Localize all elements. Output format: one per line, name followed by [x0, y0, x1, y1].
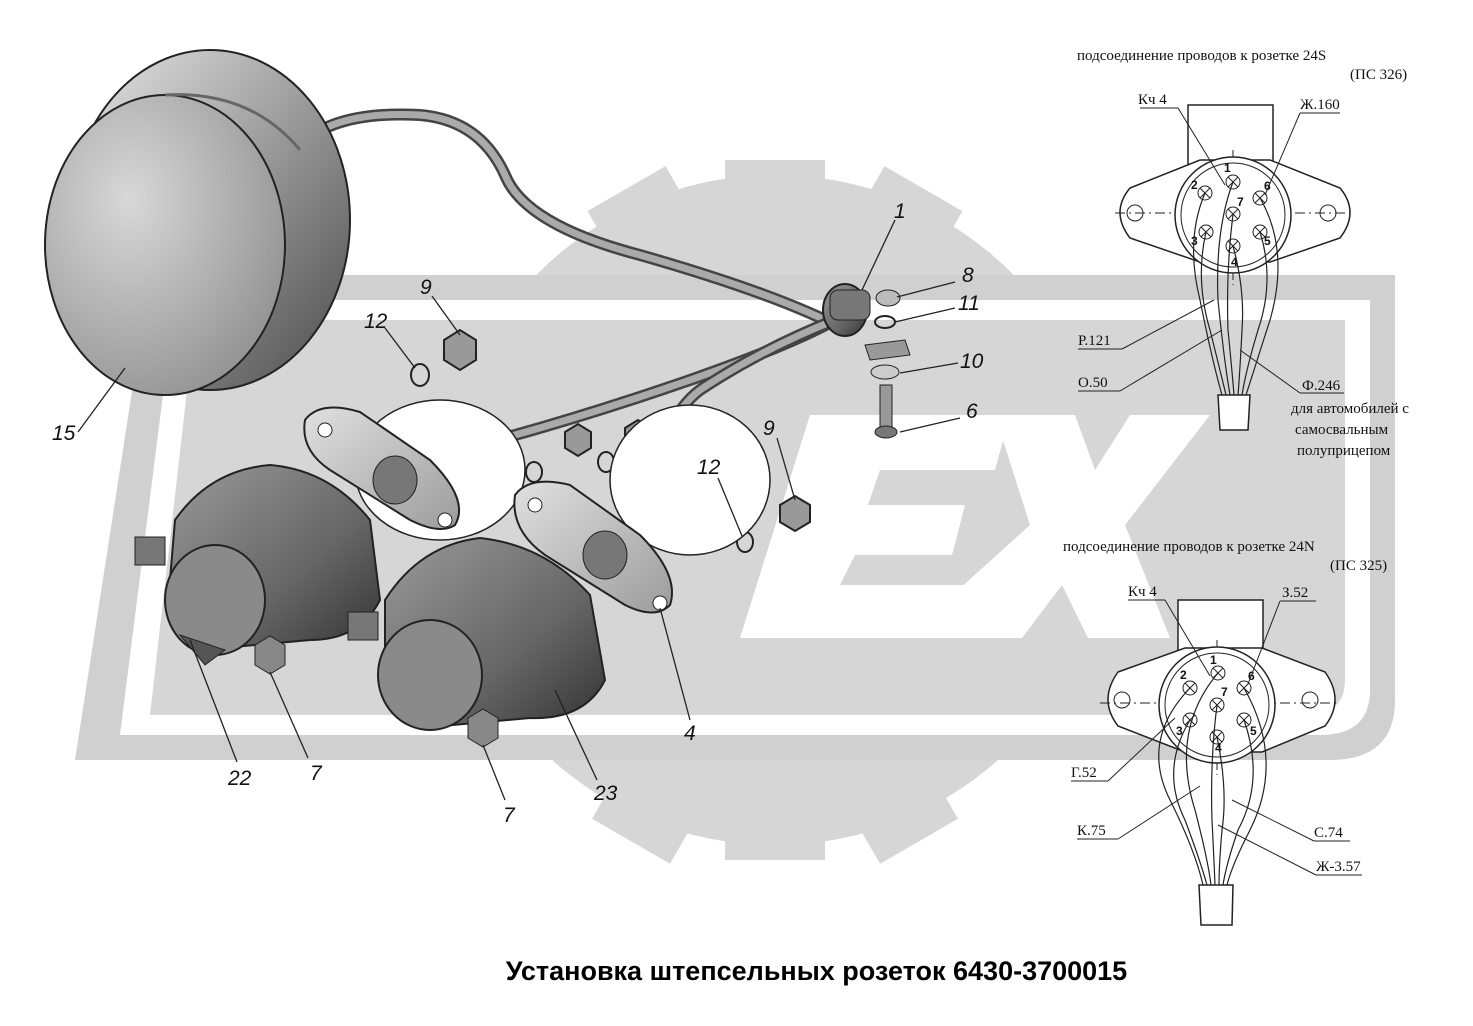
note-line-2: самосвальным — [1295, 422, 1389, 438]
wire-label-kch4: Кч 4 — [1128, 584, 1157, 600]
leader-lines — [77, 219, 961, 801]
clamp-part-1 — [822, 283, 911, 439]
callout-11: 11 — [958, 292, 980, 315]
socket-part-23 — [347, 536, 607, 748]
socket-24s-pins: 1 2 3 4 5 6 7 — [1191, 161, 1271, 269]
socket-24n-code: (ПС 325) — [1330, 558, 1387, 574]
socket-24n-wires — [1158, 672, 1267, 886]
wire-label-f246: Ф.246 — [1302, 378, 1341, 394]
note-line-1: для автомобилей с — [1291, 401, 1409, 417]
wire-label-r121: Р.121 — [1078, 333, 1111, 349]
wire-label-zh357: Ж-3.57 — [1316, 859, 1361, 875]
wire-label-s74: С.74 — [1314, 825, 1343, 841]
callout-12-lower: 12 — [697, 456, 721, 479]
letter-x-watermark — [905, 415, 1210, 638]
callout-9-upper: 9 — [420, 276, 432, 299]
pin-label: 3 — [1191, 234, 1198, 248]
page-title: Установка штепсельных розеток 6430-37000… — [505, 956, 1128, 986]
wire-label-zh160: Ж.160 — [1300, 97, 1340, 113]
callout-7-right: 7 — [503, 804, 516, 827]
callout-23: 23 — [593, 782, 618, 805]
pin-label: 2 — [1191, 178, 1198, 192]
socket-part-22 — [134, 463, 382, 675]
pin-label: 6 — [1264, 179, 1271, 193]
pin-label: 7 — [1237, 195, 1244, 209]
pin-label: 5 — [1264, 234, 1271, 248]
callout-4: 4 — [684, 722, 696, 745]
pin-label: 7 — [1221, 685, 1228, 699]
callout-9-lower: 9 — [763, 417, 775, 440]
socket-24s-caption: подсоединение проводов к розетке 24S — [1077, 48, 1326, 64]
pin-label: 5 — [1250, 724, 1257, 738]
callout-10: 10 — [960, 350, 984, 373]
callout-1: 1 — [894, 200, 906, 223]
callout-7-left: 7 — [310, 762, 323, 785]
pin-label: 1 — [1224, 161, 1231, 175]
pin-label: 3 — [1176, 724, 1183, 738]
socket-24s-wires — [1192, 181, 1279, 396]
callout-6: 6 — [966, 400, 978, 423]
wire-label-kch4: Кч 4 — [1138, 92, 1167, 108]
pin-label: 4 — [1231, 255, 1238, 269]
wire-label-g52: Г.52 — [1071, 765, 1097, 781]
socket-24s-diagram: подсоединение проводов к розетке 24S (ПС… — [1077, 48, 1409, 459]
callout-12-upper: 12 — [364, 310, 388, 333]
socket-24s-code: (ПС 326) — [1350, 67, 1407, 83]
wire-label-o50: О.50 — [1078, 375, 1108, 391]
wire-label-z52: З.52 — [1282, 585, 1308, 601]
callouts: 1 8 11 10 6 9 12 15 9 12 4 22 7 23 7 — [52, 200, 984, 827]
note-line-3: полуприцепом — [1297, 443, 1391, 459]
watermark-text: EX — [0, 0, 2, 1]
socket-24n-diagram: подсоединение проводов к розетке 24N (ПС… — [1063, 539, 1387, 926]
letter-e-watermark — [740, 415, 1010, 638]
flange-left — [303, 399, 526, 541]
pin-label: 4 — [1215, 741, 1222, 755]
pin-label: 2 — [1180, 668, 1187, 682]
socket-24n-caption: подсоединение проводов к розетке 24N — [1063, 539, 1315, 555]
assembly-illustration — [44, 49, 911, 748]
pin-label: 1 — [1210, 653, 1217, 667]
callout-8: 8 — [962, 264, 974, 287]
callout-22: 22 — [227, 767, 252, 790]
drum-part-15 — [44, 49, 351, 396]
flange-right — [513, 404, 771, 614]
callout-15: 15 — [52, 422, 76, 445]
wire-label-k75: К.75 — [1077, 823, 1106, 839]
